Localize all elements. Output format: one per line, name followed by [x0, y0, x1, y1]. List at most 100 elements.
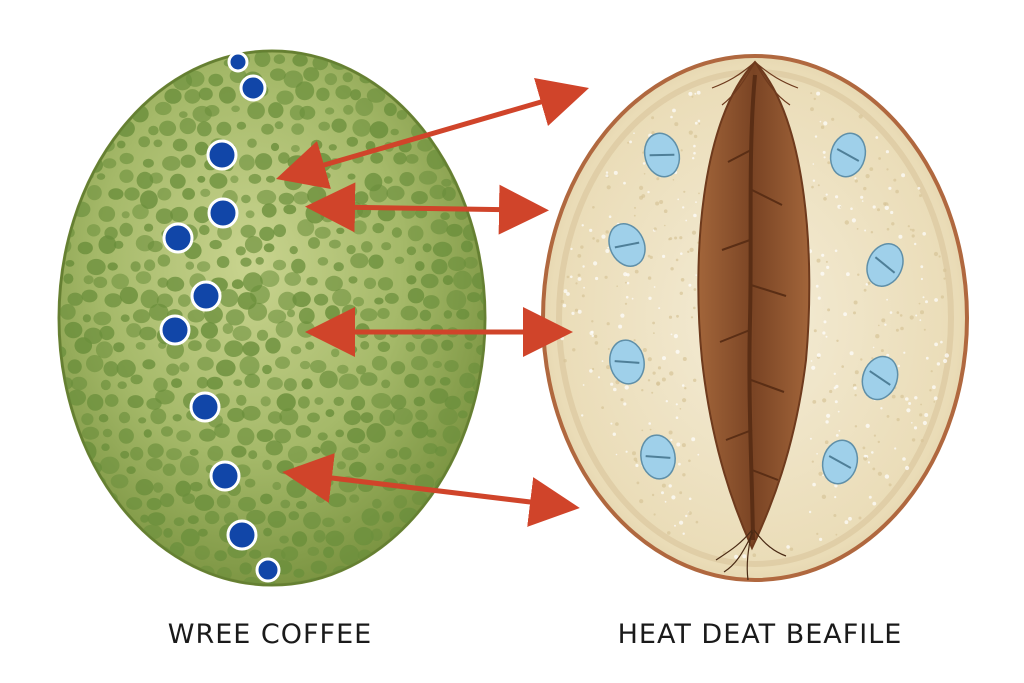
bean-spot [393, 407, 413, 425]
bean-spot [162, 156, 181, 171]
bean-spot [140, 514, 149, 523]
bean-spot [385, 448, 398, 459]
speckle [592, 206, 595, 209]
speckle [854, 179, 858, 183]
bean-spot [415, 409, 428, 421]
speckle [823, 121, 828, 126]
bean-spot [441, 178, 452, 187]
speckle [895, 189, 899, 194]
oil-cell-icon [821, 439, 859, 485]
speckle [606, 185, 611, 190]
speckle [835, 533, 838, 536]
bean-spot [197, 175, 206, 183]
speckle [624, 302, 628, 305]
bean-spot [305, 341, 315, 350]
bean-spot [424, 375, 436, 386]
bean-spot [313, 530, 326, 543]
bean-spot [272, 481, 282, 491]
speckle [825, 335, 828, 338]
oil-cell-icon [643, 132, 681, 178]
bean-spot [314, 293, 329, 306]
bean-spot [426, 527, 437, 538]
speckle [681, 384, 685, 387]
bean-spot [297, 219, 315, 237]
bean-spot [384, 102, 397, 117]
bean-spot [381, 71, 401, 90]
bean-spot [163, 53, 179, 69]
speckle [896, 418, 900, 422]
bean-spot [336, 461, 346, 470]
bean-spot [369, 121, 389, 139]
speckle [920, 403, 922, 406]
bean-spot [130, 261, 141, 272]
speckle [815, 284, 819, 288]
bean-spot [147, 512, 166, 526]
bean-spot [361, 508, 380, 526]
bean-cross-section [541, 54, 969, 582]
speckle [693, 134, 698, 139]
bean-spot [339, 544, 360, 566]
bean-spot [83, 563, 100, 577]
bean-spot [199, 428, 216, 442]
speckle [822, 331, 826, 335]
speckle [625, 295, 629, 299]
speckle [675, 416, 679, 420]
bean-spot [262, 364, 272, 375]
speckle [872, 205, 876, 209]
bean-spot [63, 273, 74, 284]
bean-spot [316, 87, 330, 102]
speckle [812, 482, 816, 487]
speckle [651, 391, 654, 394]
speckle [911, 438, 916, 442]
bean-spot [400, 305, 418, 321]
bean-spot [98, 235, 117, 254]
bean-spot [355, 97, 374, 117]
speckle [877, 471, 883, 476]
speckle [891, 222, 895, 226]
speckle [607, 348, 610, 350]
bean-spot [126, 466, 136, 474]
speckle [824, 440, 829, 445]
speckle [679, 408, 682, 410]
speckle [596, 239, 600, 243]
bean-spot [484, 421, 485, 439]
speckle [605, 249, 610, 253]
bean-spot [228, 582, 244, 585]
speckle [656, 382, 660, 386]
bean-spot [99, 70, 116, 85]
bean-spot [135, 479, 154, 496]
speckle [695, 520, 699, 524]
speckle [653, 332, 655, 334]
speckle [675, 258, 679, 262]
bean-spot [377, 341, 391, 352]
bean-spot [118, 549, 130, 561]
bean-spot [102, 158, 117, 169]
bean-spot [102, 428, 113, 438]
bean-spot [143, 429, 152, 438]
speckle [863, 456, 868, 461]
speckle [734, 554, 739, 559]
bean-spot [360, 308, 378, 322]
bean-spot [349, 494, 360, 503]
bean-spot [103, 361, 119, 377]
bean-spot [387, 568, 399, 580]
speckle [601, 406, 604, 409]
bean-spot [291, 145, 300, 153]
speckle [810, 360, 813, 362]
speckle [860, 195, 864, 199]
bean-spot [119, 222, 133, 237]
bean-spot [232, 325, 252, 341]
bean-spot [59, 484, 67, 494]
speckle [613, 387, 617, 392]
bean-spot [454, 550, 463, 559]
bean-spot [443, 310, 453, 319]
bean-spot [92, 90, 102, 98]
blue-dot-marker [226, 519, 258, 551]
bean-spot [484, 51, 485, 66]
bean-spot [149, 58, 159, 67]
bean-spot [248, 173, 262, 184]
bean-spot [342, 516, 351, 524]
bean-spot [124, 187, 140, 201]
speckle [871, 451, 874, 454]
bean-spot [69, 524, 87, 540]
